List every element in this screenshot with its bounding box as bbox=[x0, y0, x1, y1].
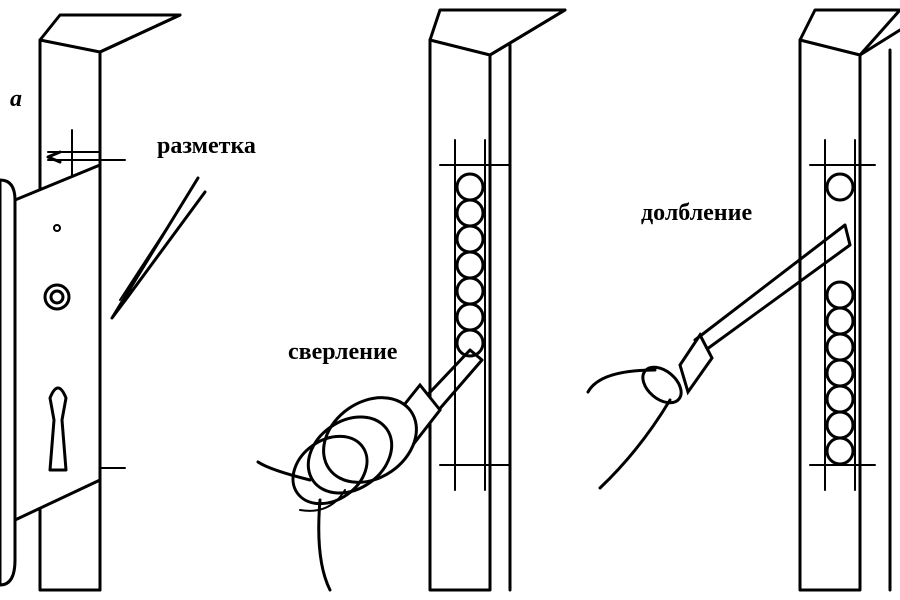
mortise-slot bbox=[825, 172, 855, 466]
door-edge-3 bbox=[798, 8, 900, 592]
marking-tool bbox=[110, 176, 207, 320]
panel-chiseling bbox=[586, 8, 900, 592]
panel-marking bbox=[0, 13, 207, 592]
marking-step-label: разметка bbox=[157, 133, 256, 159]
drill-marking-lines bbox=[439, 139, 511, 491]
dimension-label: a bbox=[10, 86, 22, 112]
drilling-step-label: сверление bbox=[288, 339, 398, 365]
panel-drilling bbox=[256, 8, 567, 592]
drilled-holes bbox=[455, 172, 485, 358]
drill bbox=[256, 348, 484, 592]
chisel bbox=[586, 223, 852, 490]
chiseling-step-label: долбление bbox=[641, 200, 753, 226]
door-edge-2 bbox=[428, 8, 567, 592]
lock-faceplate bbox=[0, 162, 102, 587]
